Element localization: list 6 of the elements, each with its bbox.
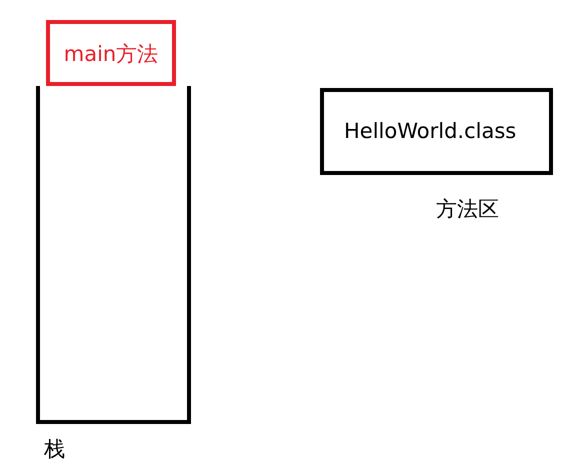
- stack-frame-box: [46, 20, 176, 86]
- method-label: main方法: [64, 41, 158, 68]
- area-label: 方法区: [436, 196, 499, 223]
- class-box: [320, 88, 553, 175]
- stack-label: 栈: [44, 436, 65, 463]
- class-name: HelloWorld.class: [344, 118, 516, 145]
